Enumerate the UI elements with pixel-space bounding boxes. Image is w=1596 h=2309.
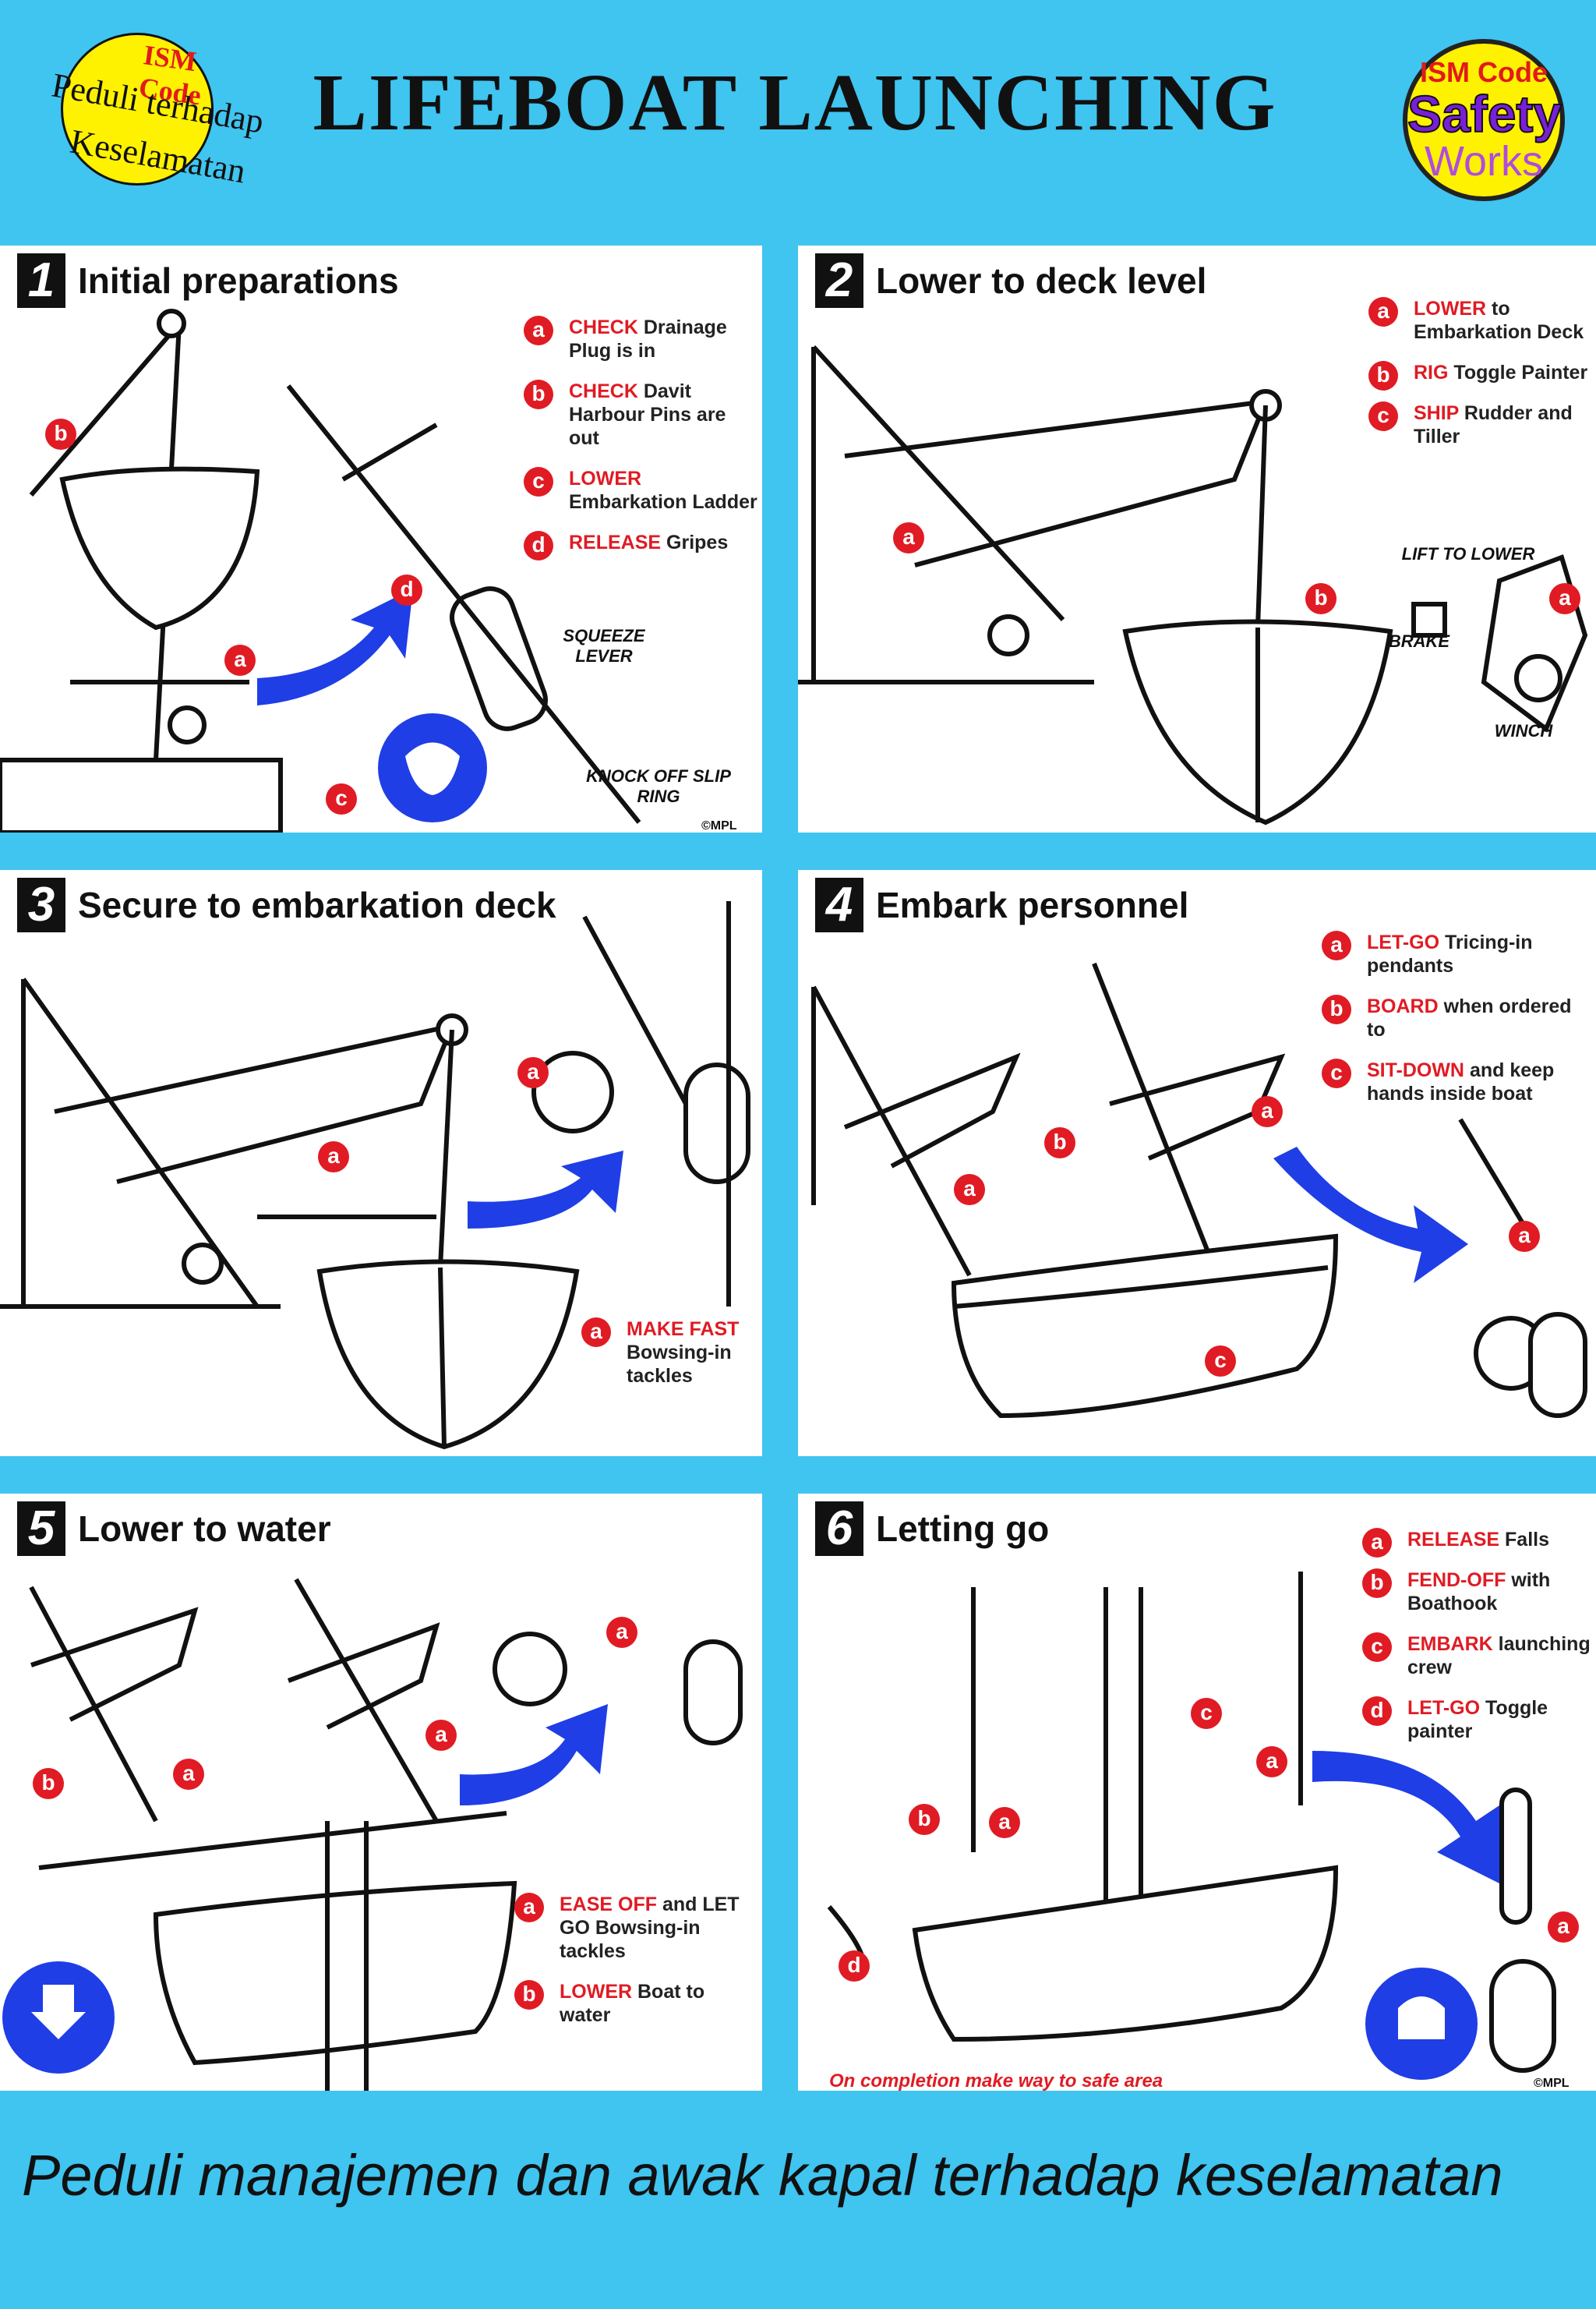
step-number: 2 [815, 253, 863, 308]
badge-right-middle-text: Safety [1407, 84, 1562, 143]
badge-right-top-text: ISM Code [1419, 56, 1548, 88]
note-lift-to-lower: LIFT TO LOWER [1401, 544, 1535, 564]
badge-right-bottom-text: Works [1424, 138, 1543, 185]
note-knock-off-slip-ring: KNOCK OFF SLIP RING [586, 766, 731, 806]
callout-a: a [425, 1720, 457, 1751]
callout-a: a [1548, 1911, 1579, 1943]
ism-badge-left: ISM Code Peduli terhadap Keselamatan [49, 33, 267, 190]
note-winch: WINCH [1494, 721, 1553, 741]
lifeboat-illustration [827, 1572, 1556, 2080]
callout-a: a [1256, 1746, 1287, 1777]
blue-arrow [468, 1151, 623, 1229]
blue-arrow [257, 589, 413, 705]
step-number: 4 [815, 878, 863, 932]
safety-works-badge: ISM Code Safety Works [1403, 39, 1565, 201]
callout-b: b [45, 419, 76, 450]
page-title: LIFEBOAT LAUNCHING [312, 58, 1277, 147]
step-number: 5 [17, 1501, 65, 1556]
callout-a: a [224, 645, 256, 676]
davit-illustration [2, 1578, 743, 2091]
callout-b: b [33, 1768, 64, 1799]
davit-illustration [0, 901, 750, 1450]
blue-arrow [460, 1704, 608, 1805]
step-number: 6 [815, 1501, 863, 1556]
callout-a: a [1509, 1221, 1540, 1252]
step-number: 1 [17, 253, 65, 308]
step-title: Lower to deck level [876, 260, 1207, 301]
callout-a: a [954, 1174, 985, 1205]
note-squeeze-lever: SQUEEZE LEVER [563, 626, 645, 666]
callout-c: c [326, 783, 357, 815]
copyright: ©MPL [1534, 2077, 1570, 2090]
callout-a: a [1252, 1096, 1283, 1127]
callout-a: a [893, 522, 924, 553]
copyright: ©MPL [701, 819, 737, 833]
step-title: Secure to embarkation deck [78, 885, 556, 925]
callout-a: a [606, 1617, 637, 1648]
step-title: Embark personnel [876, 885, 1189, 925]
completion-note: On completion make way to safe area [829, 2070, 1163, 2091]
callout-b: b [909, 1804, 940, 1835]
callout-c: c [1205, 1345, 1236, 1377]
step-title: Letting go [876, 1508, 1050, 1549]
callout-c: c [1191, 1698, 1222, 1729]
callout-a: a [989, 1807, 1020, 1838]
callout-d: d [839, 1950, 870, 1982]
step-number: 3 [17, 878, 65, 932]
step-title: Initial preparations [78, 260, 399, 301]
blue-arrow [1312, 1751, 1499, 1883]
davit-illustration [0, 309, 641, 833]
callout-a: a [173, 1759, 204, 1790]
callout-d: d [391, 575, 422, 606]
step-title: Lower to water [78, 1508, 331, 1549]
note-brake: BRAKE [1388, 631, 1450, 651]
callout-a: a [517, 1057, 549, 1088]
callout-b: b [1305, 583, 1336, 614]
callout-b: b [1044, 1127, 1075, 1158]
blue-arrow [1273, 1147, 1468, 1283]
footer-slogan: Peduli manajemen dan awak kapal terhadap… [22, 2143, 1503, 2208]
callout-a: a [1549, 583, 1580, 614]
davit-illustration [811, 962, 1587, 1419]
callout-a: a [318, 1141, 349, 1172]
